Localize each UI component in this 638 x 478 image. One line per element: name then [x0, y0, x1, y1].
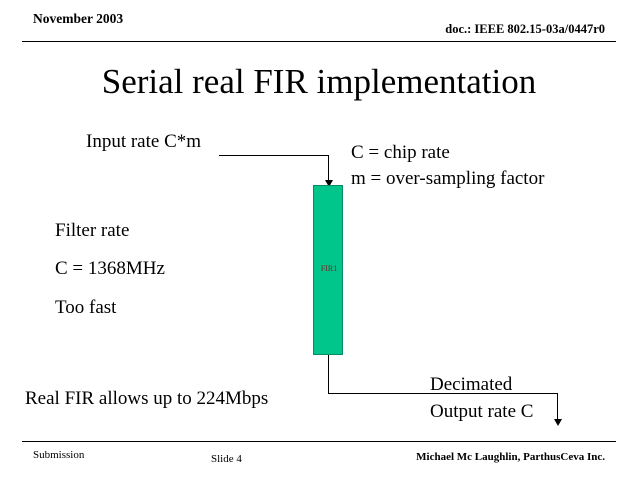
header-doc-id: doc.: IEEE 802.15-03a/0447r0	[445, 22, 605, 36]
fir-block-label: FIR1	[320, 264, 338, 273]
oversampling-factor-label: m = over-sampling factor	[351, 168, 545, 189]
decimated-label: Decimated	[430, 374, 513, 395]
filter-frequency-label: C = 1368MHz	[55, 258, 165, 279]
output-connector-vertical-2	[557, 393, 558, 423]
input-arrow-icon	[325, 180, 333, 187]
footer-submission: Submission	[33, 449, 85, 461]
input-connector-vertical	[328, 155, 329, 185]
footer-slide-number: Slide 4	[211, 453, 242, 465]
input-connector-horizontal	[219, 155, 328, 156]
header-divider	[22, 41, 616, 42]
page-title: Serial real FIR implementation	[101, 62, 537, 101]
output-rate-label: Output rate C	[430, 401, 534, 422]
output-connector-horizontal	[328, 393, 558, 394]
chip-rate-label: C = chip rate	[351, 142, 450, 163]
input-rate-label: Input rate C*m	[86, 131, 202, 152]
fir-filter-block	[313, 185, 343, 355]
too-fast-label: Too fast	[55, 297, 117, 318]
footer-author: Michael Mc Laughlin, ParthusCeva Inc.	[416, 451, 605, 463]
output-arrow-icon	[554, 419, 562, 426]
header-date: November 2003	[33, 11, 124, 26]
filter-rate-label: Filter rate	[55, 220, 130, 241]
output-connector-vertical	[328, 355, 329, 394]
footer-divider	[22, 441, 616, 442]
real-fir-note-label: Real FIR allows up to 224Mbps	[25, 388, 269, 409]
